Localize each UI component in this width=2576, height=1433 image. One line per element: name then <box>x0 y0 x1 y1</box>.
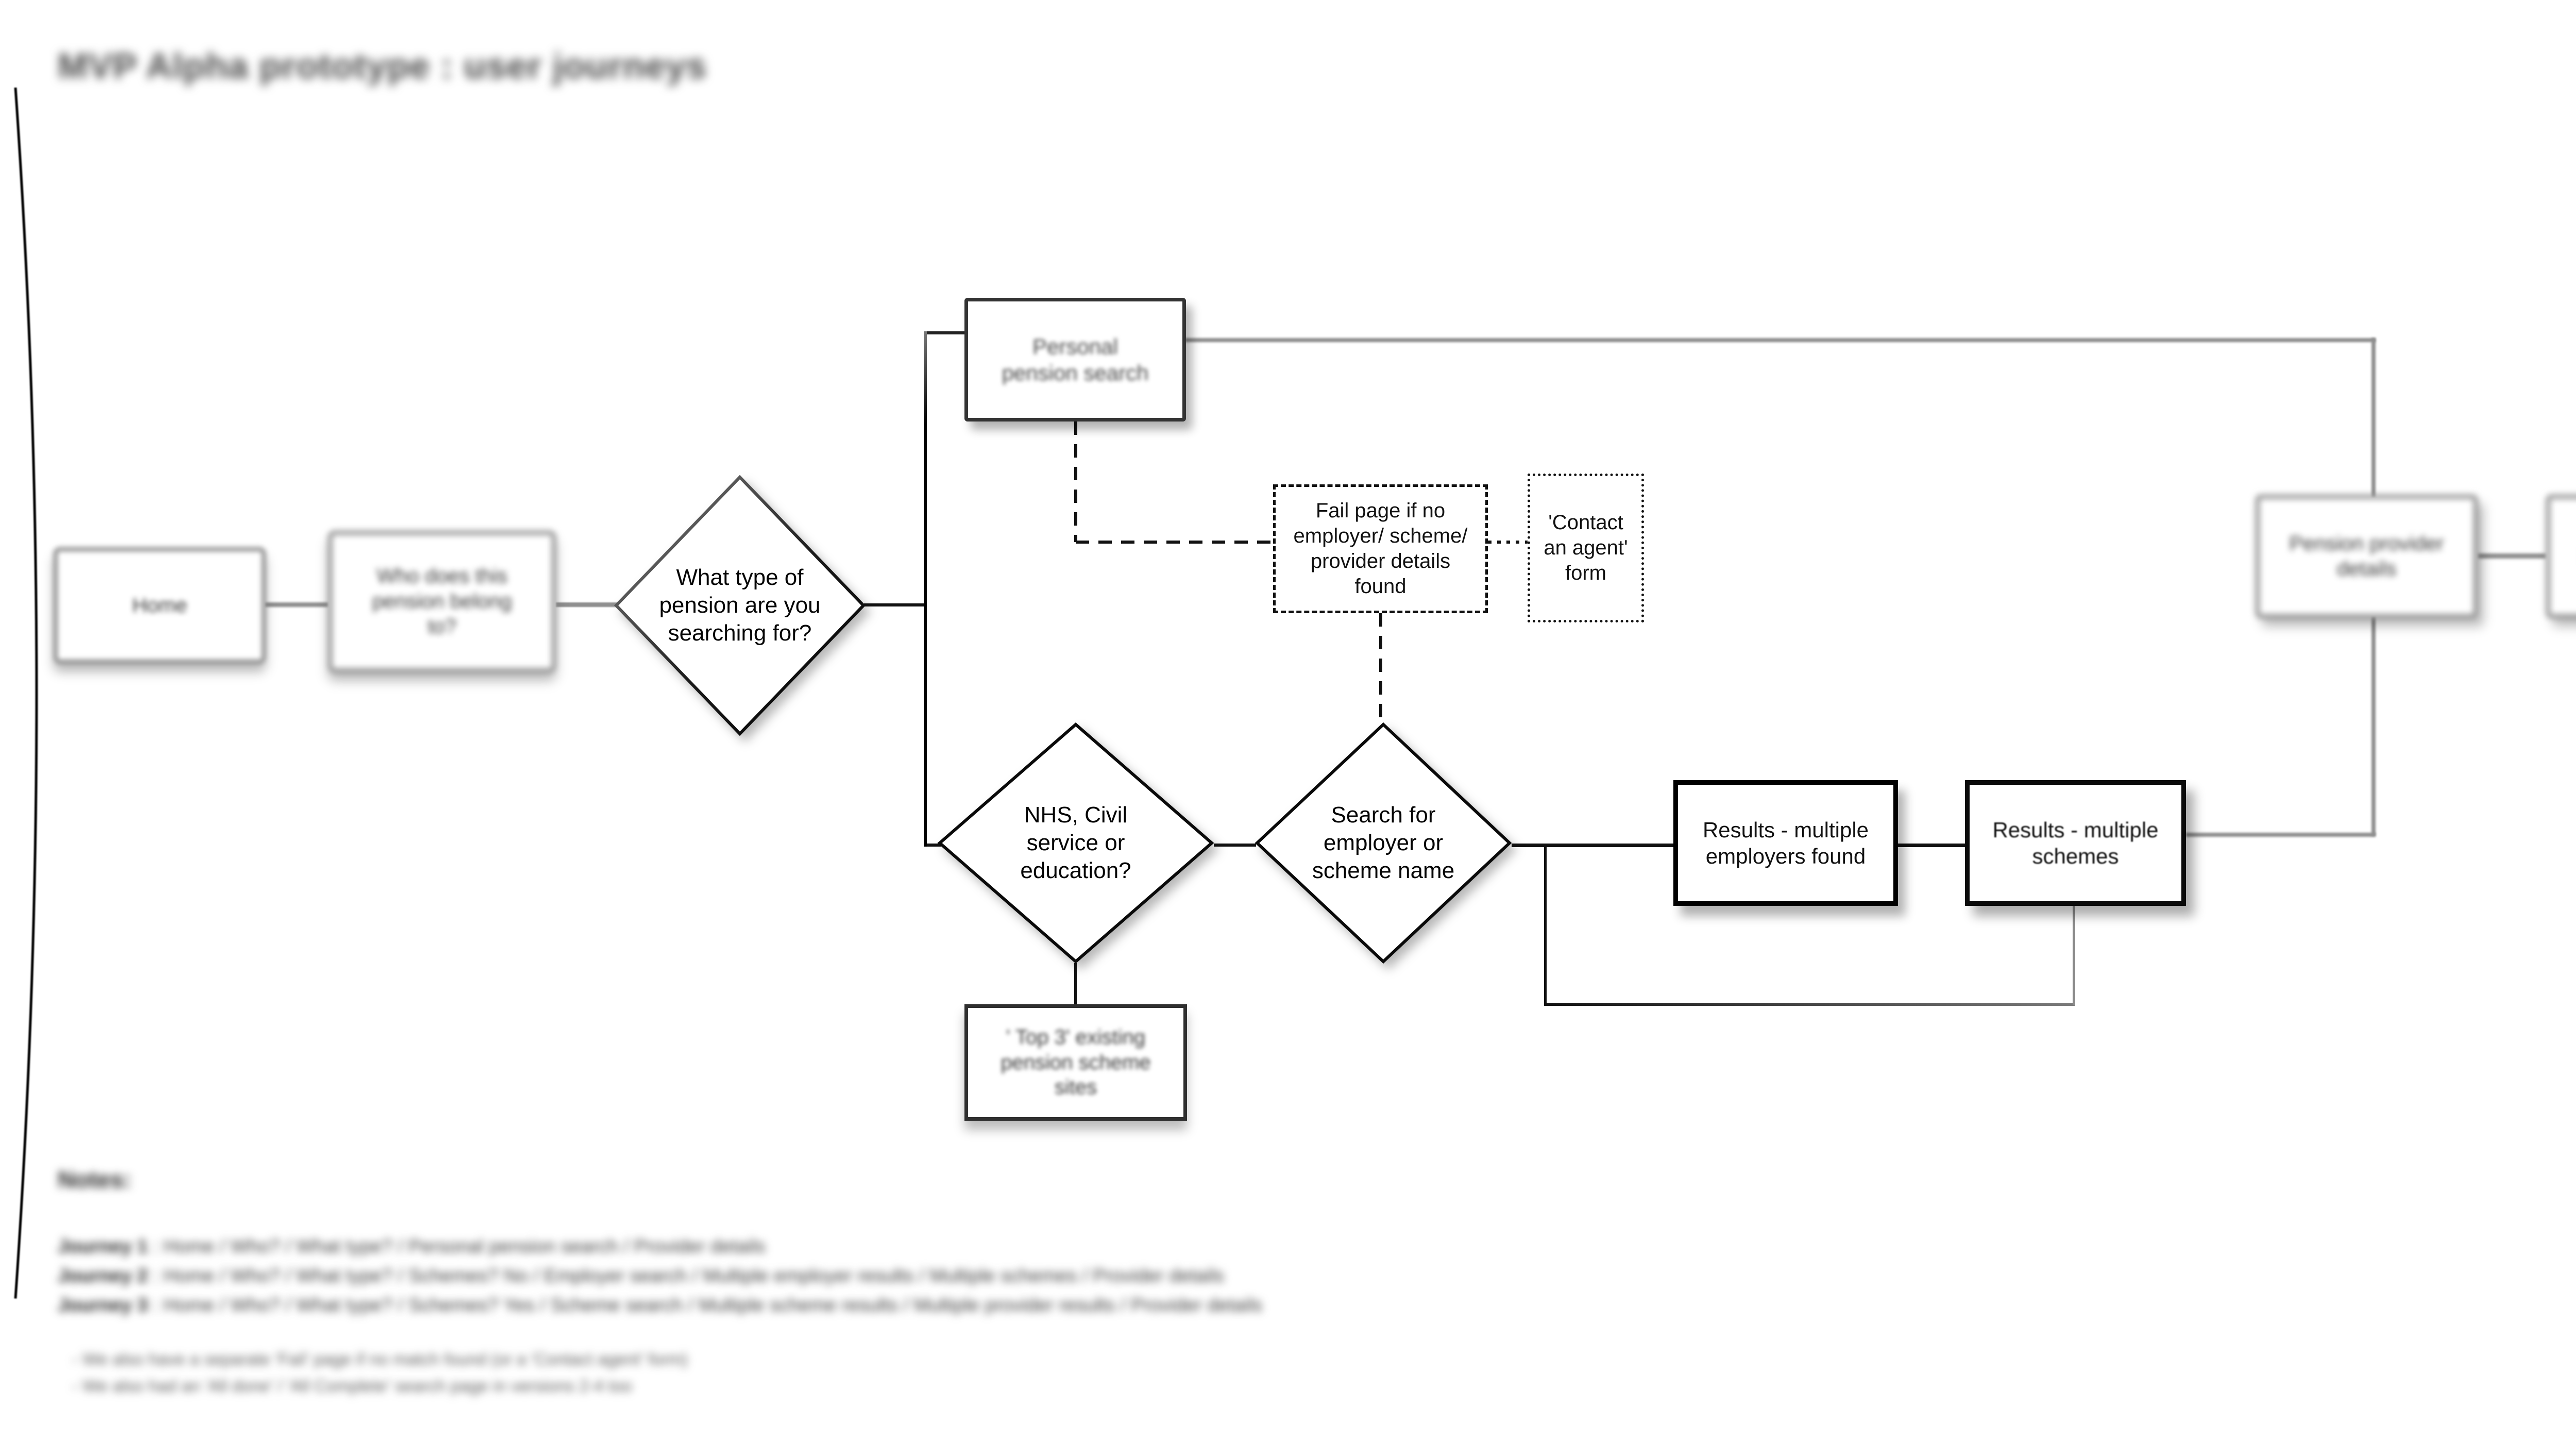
node-who-label: Who does this pension belong to? <box>372 565 512 638</box>
footnotes-section: - We also have a separate 'Fail' page if… <box>72 1346 688 1400</box>
diamond-shape <box>614 475 866 736</box>
connector-personal-provider-top <box>1185 338 2376 342</box>
connector-search-employers <box>1512 844 1674 847</box>
node-pension-provider-details: Pension provider details <box>2256 495 2478 618</box>
connector-branch-vertical <box>924 331 927 847</box>
node-top3-label: ' Top 3' existing pension scheme sites <box>1001 1025 1151 1099</box>
node-employers-label: Results - multiple employers found <box>1702 817 1869 868</box>
node-nhs-label: NHS, Civil service or education? <box>1020 802 1131 883</box>
connector-home-who <box>265 602 328 607</box>
node-feedback-page: Feedback page <box>2546 495 2576 618</box>
node-fail-label: Fail page if no employer/ scheme/ provid… <box>1293 499 1468 598</box>
notes-heading: Notes: <box>58 1166 132 1193</box>
connector-branch-nhs <box>927 844 941 847</box>
connector-provider-bottom-vertical <box>2371 616 2376 836</box>
note-journey-1: Journey 1 : Home / Who? / What type? / P… <box>58 1232 1262 1261</box>
connector-fail-search <box>1379 613 1382 723</box>
node-personal-label: Personal pension search <box>1002 334 1149 385</box>
connector-loop-up-schemes <box>2073 906 2075 1005</box>
connector-loop-horizontal <box>1544 1003 2075 1006</box>
note-journey-3-lead: Journey 3 <box>58 1294 148 1316</box>
note-journey-3: Journey 3 : Home / Who? / What type? / S… <box>58 1290 1262 1320</box>
connector-employers-schemes <box>1898 844 1966 847</box>
connector-branch-personal <box>927 331 965 334</box>
node-nhs-decision: NHS, Civil service or education? <box>937 721 1215 965</box>
node-contact-agent-form: 'Contact an agent' form <box>1528 474 1644 622</box>
node-who-does-pension-belong: Who does this pension belong to? <box>328 531 556 672</box>
diamond-shape <box>937 722 1214 964</box>
node-search-label: Search for employer or scheme name <box>1312 802 1455 883</box>
connector-pension-type-branch <box>864 603 926 606</box>
connector-fail-contact <box>1488 541 1528 544</box>
connector-who-pension-type <box>556 602 619 607</box>
connector-provider-top-vertical <box>2371 338 2376 498</box>
connector-nhs-top3 <box>1074 963 1077 1005</box>
node-home-label: Home <box>132 594 188 617</box>
diamond-shape <box>1255 722 1512 964</box>
node-pension-type-decision: What type of pension are you searching f… <box>613 474 867 737</box>
node-pension-type-label: What type of pension are you searching f… <box>659 565 821 646</box>
node-contact-label: 'Contact an agent' form <box>1544 511 1628 584</box>
footnote-2: - We also had an 'All done' / 'All Compl… <box>72 1376 632 1395</box>
node-results-multiple-employers: Results - multiple employers found <box>1673 780 1898 906</box>
connector-nhs-search <box>1214 844 1256 847</box>
connector-schemes-provider <box>2186 833 2376 837</box>
node-fail-page: Fail page if no employer/ scheme/ provid… <box>1273 484 1488 613</box>
note-journey-3-text: : Home / Who? / What type? / Schemes? Ye… <box>147 1294 1263 1316</box>
node-search-decision: Search for employer or scheme name <box>1254 721 1513 965</box>
connector-loop-down <box>1544 846 1547 1005</box>
node-home: Home <box>54 547 266 664</box>
page-title: MVP Alpha prototype : user journeys <box>58 46 707 86</box>
connector-personal-fail-horizontal <box>1076 541 1273 544</box>
node-personal-pension-search: Personal pension search <box>964 298 1186 422</box>
page-edge-line <box>14 87 38 1299</box>
node-top3-scheme-sites: ' Top 3' existing pension scheme sites <box>964 1004 1187 1121</box>
notes-section: Notes: Journey 1 : Home / Who? / What ty… <box>58 1166 1262 1320</box>
note-journey-1-text: : Home / Who? / What type? / Personal pe… <box>147 1236 766 1257</box>
node-results-multiple-schemes: Results - multiple schemes <box>1965 780 2186 906</box>
note-journey-1-lead: Journey 1 <box>58 1236 148 1257</box>
note-journey-2-text: : Home / Who? / What type? / Schemes? No… <box>147 1265 1225 1286</box>
note-journey-2-lead: Journey 2 <box>58 1265 148 1286</box>
connector-provider-feedback <box>2478 553 2546 559</box>
note-journey-2: Journey 2 : Home / Who? / What type? / S… <box>58 1261 1262 1290</box>
node-schemes-label: Results - multiple schemes <box>1992 817 2159 868</box>
footnote-1: - We also have a separate 'Fail' page if… <box>72 1350 688 1369</box>
node-provider-label: Pension provider details <box>2289 532 2444 580</box>
connector-personal-fail-vertical <box>1074 422 1077 542</box>
